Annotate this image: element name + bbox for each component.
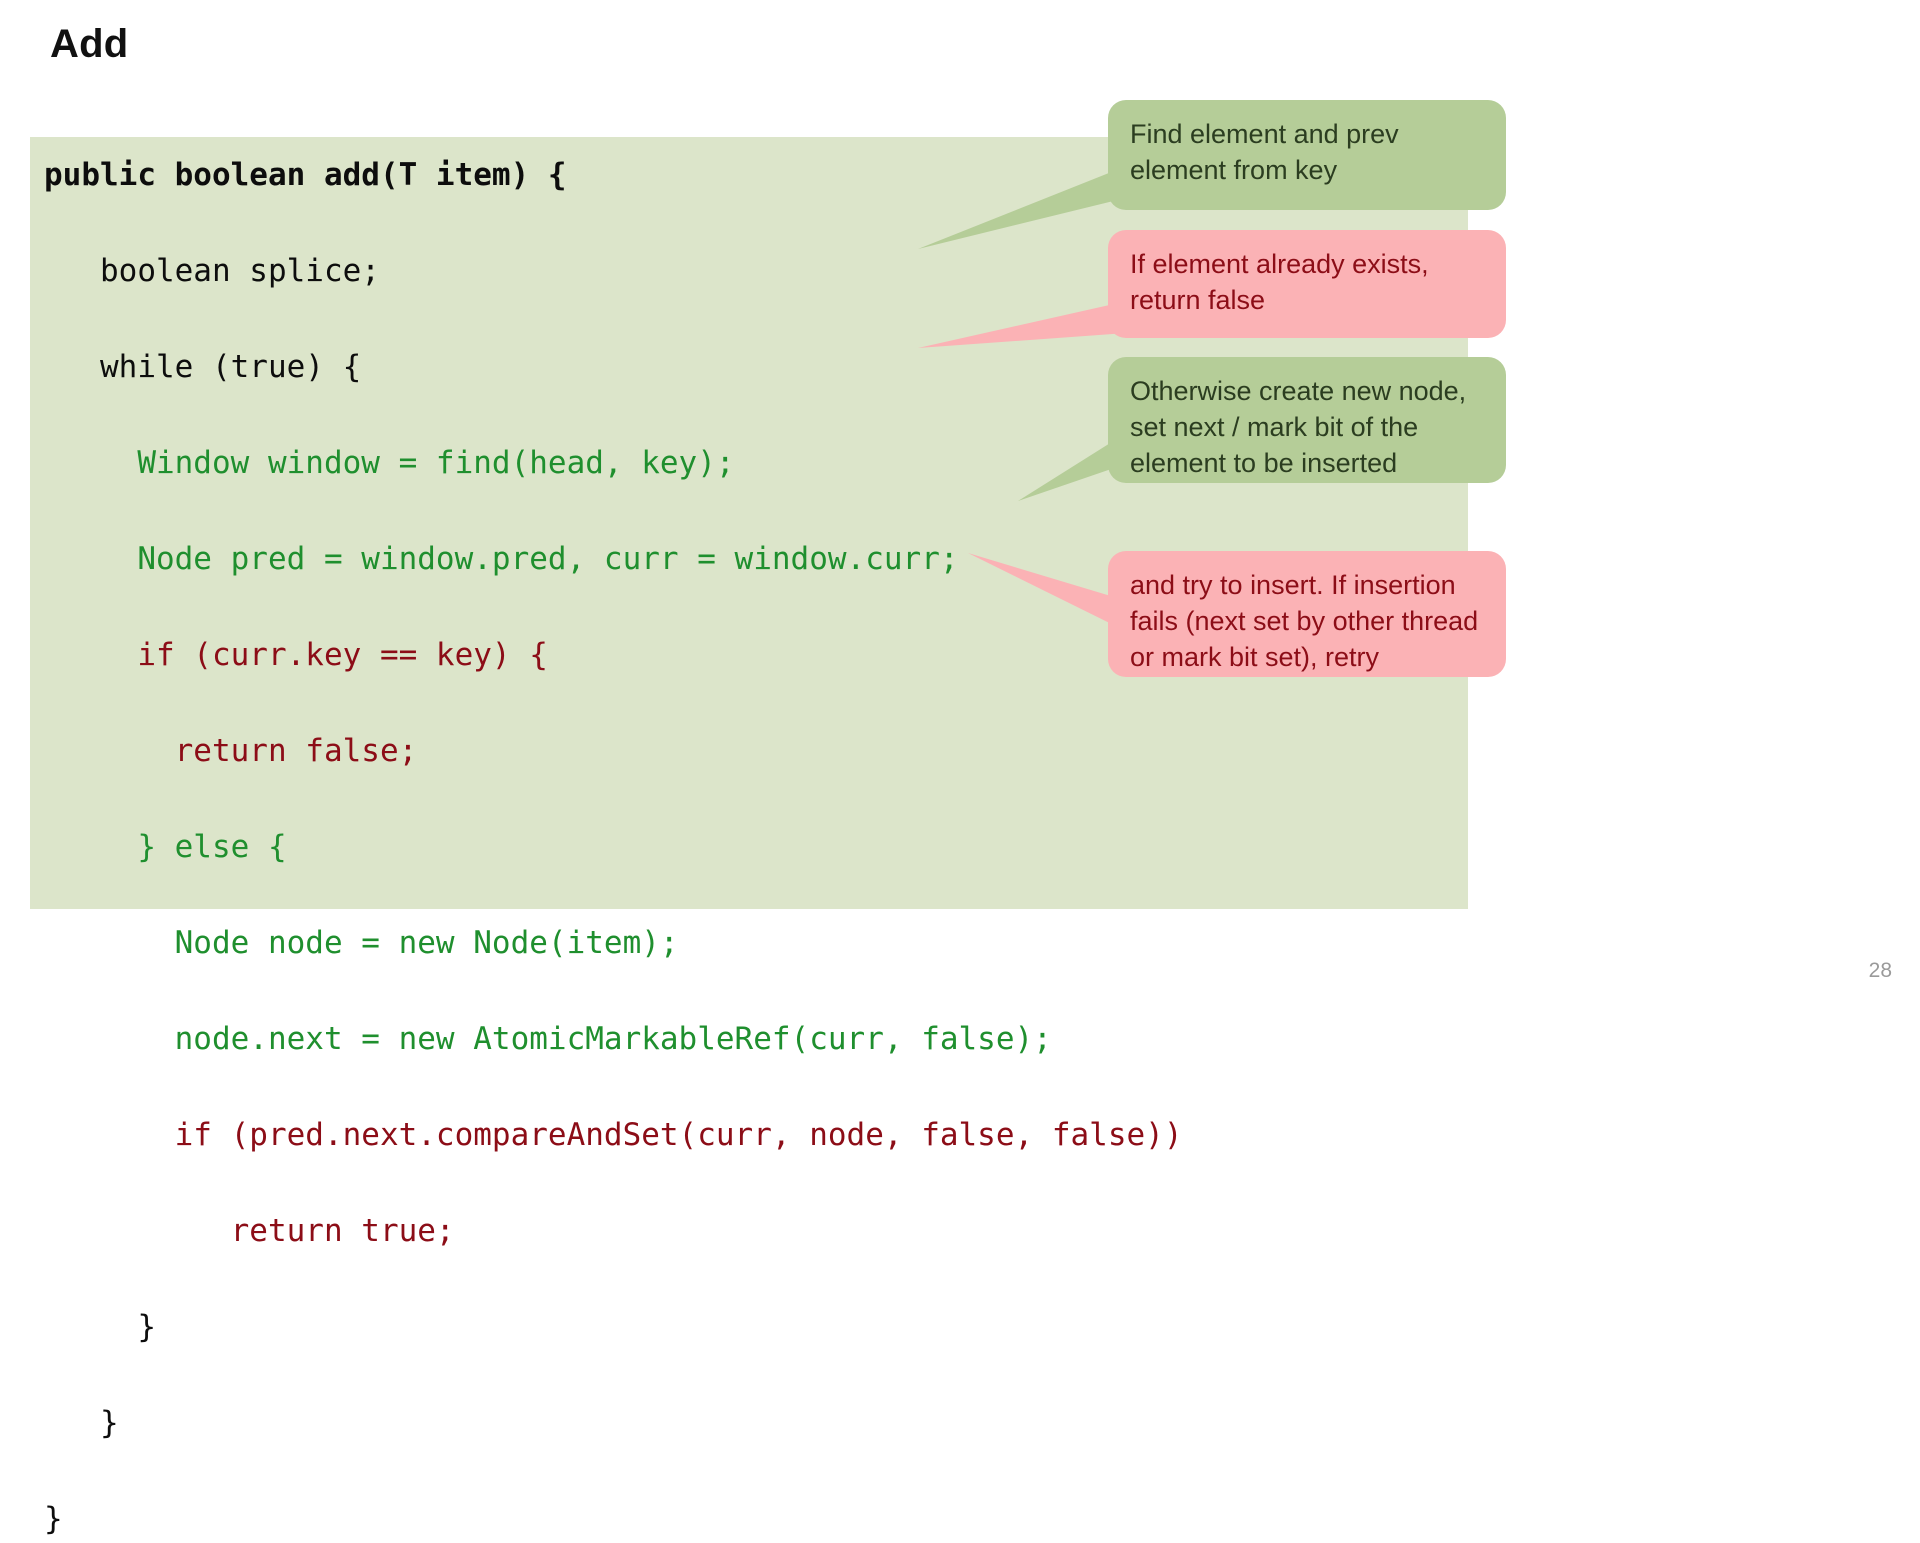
page-number: 28 [1868,959,1892,982]
code-line: } [44,1405,119,1441]
code-line: while (true) { [44,349,362,385]
code-line: boolean splice; [44,253,380,289]
page-title: Add [50,22,129,66]
callout-find-element: Find element and prev element from key [1108,100,1506,210]
callout-try-insert-retry: and try to insert. If insertion fails (n… [1108,551,1506,677]
code-line: } [44,1309,156,1345]
code-line: Node node = new Node(item); [44,925,679,961]
callout-text: Otherwise create new node, set next / ma… [1130,376,1467,478]
code-line: public boolean add(T item) { [44,157,567,193]
code-line: } else { [44,829,287,865]
code-line: } [44,1501,63,1537]
callout-tail-try-insert-retry [968,553,1154,645]
code-line: Node pred = window.pred, curr = window.c… [44,541,959,577]
callout-tail-already-exists [918,295,1154,348]
code-line: return false; [44,733,418,769]
code-line: if (pred.next.compareAndSet(curr, node, … [44,1117,1183,1153]
callout-text: Find element and prev element from key [1130,119,1399,185]
callout-tail-find-element [918,155,1154,249]
code-line: if (curr.key == key) { [44,637,548,673]
callout-text: and try to insert. If insertion fails (n… [1130,570,1479,672]
callout-already-exists: If element already exists, return false [1108,230,1506,338]
callout-create-new-node: Otherwise create new node, set next / ma… [1108,357,1506,483]
callout-text: If element already exists, return false [1130,249,1429,315]
code-line: Window window = find(head, key); [44,445,735,481]
code-line: return true; [44,1213,455,1249]
code-line: node.next = new AtomicMarkableRef(curr, … [44,1021,1052,1057]
